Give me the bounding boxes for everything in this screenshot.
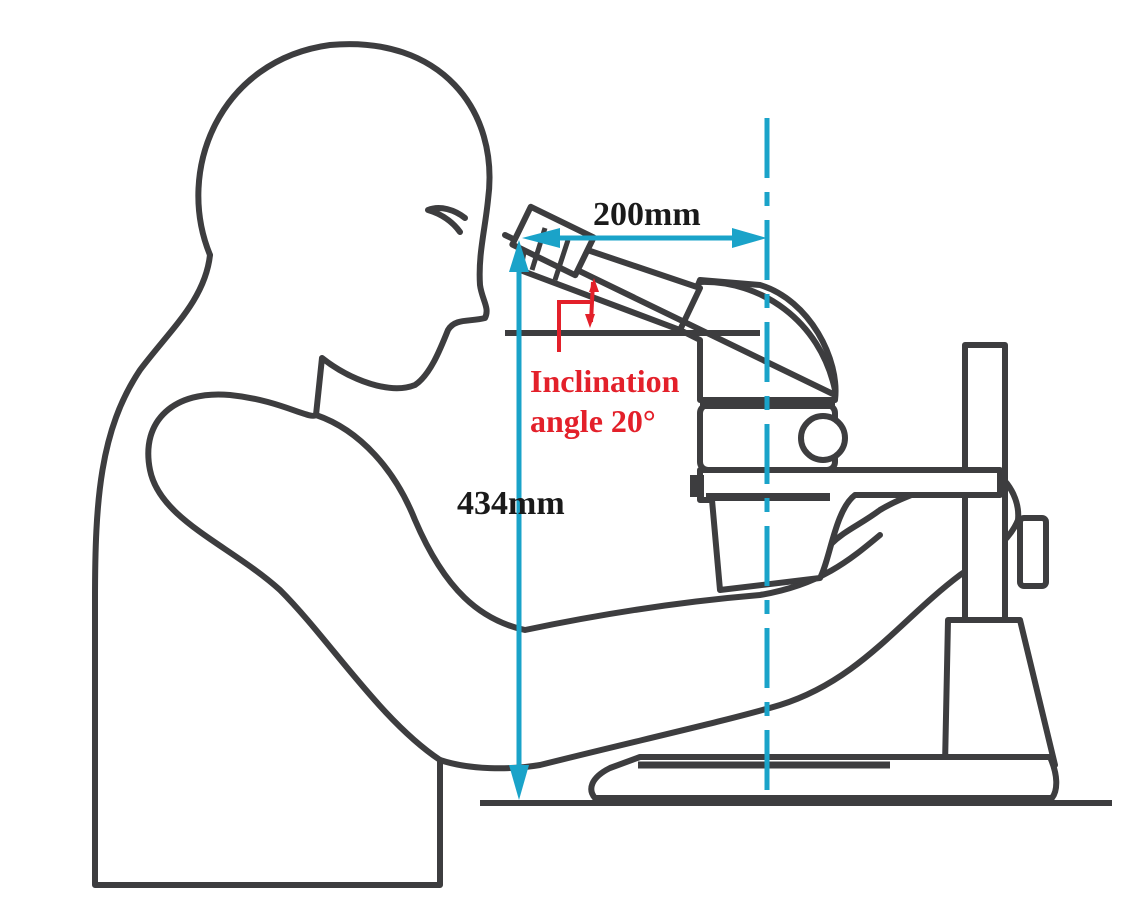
inclination-label-line2: angle 20°: [530, 403, 656, 439]
stereo-microscope: [502, 203, 1060, 801]
height-label: 434mm: [457, 485, 565, 522]
stand-bracket: [1017, 515, 1049, 589]
distance-dimension-arrow: [522, 228, 767, 248]
inclination-label-line1: Inclination: [530, 363, 680, 399]
inclination-angle-marker: [557, 278, 599, 352]
distance-label: 200mm: [593, 196, 701, 233]
height-dimension-arrow: [509, 240, 529, 800]
focus-knob: [798, 413, 848, 463]
